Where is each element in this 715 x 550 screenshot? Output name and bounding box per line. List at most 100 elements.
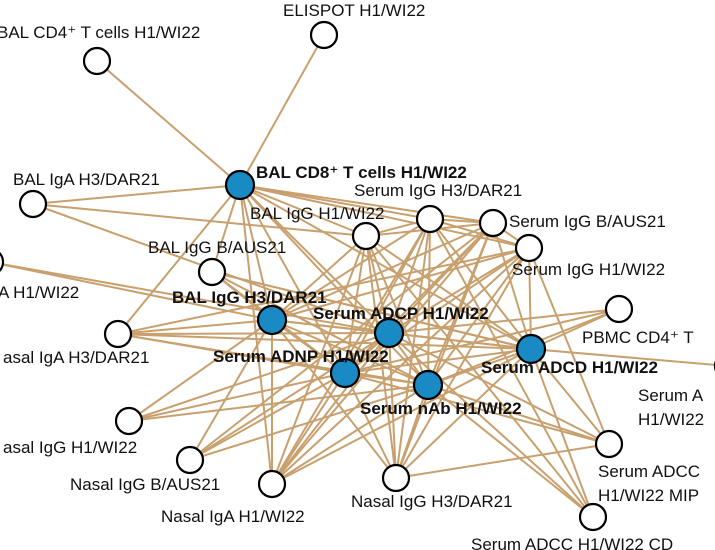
node-nasal-iga-h3 [103, 319, 133, 349]
node-serum-igg-h1 [514, 233, 544, 263]
label-serum-adcc-cd: Serum ADCC H1/WI22 CD [471, 535, 673, 550]
node-serum-adcc-mip [594, 429, 624, 459]
node-pbmc-cd4 [604, 294, 634, 324]
edge-serum_adcp-serum_igg_h3 [388, 218, 431, 334]
node-nasal-igg-h1 [114, 406, 144, 436]
edge-serum_adcd-serum_adcc_cd [530, 348, 594, 518]
label-pbmc-cd4: PBMC CD4⁺ T [582, 328, 694, 347]
edge-bal_igg_h3-serum_igg_h3 [271, 218, 431, 321]
label-nasal-igg-h3: Nasal IgG H3/DAR21 [351, 492, 513, 511]
edge-serum_adcd-nasal_iga_h3 [117, 333, 532, 350]
edge-serum_igg_h1-nasal_iga_h1 [271, 247, 530, 485]
edge-bal_cd8-nasal_iga_h1 [239, 184, 273, 485]
edge-serum_adnp-nasal_igg_b [189, 372, 346, 461]
label-serum-adnp: Serum ADNP H1/WI22 [213, 347, 389, 366]
edge-bal_igg_h3-serum_igg_h1 [271, 247, 530, 321]
edge-bal_iga_h1-bal_igg_h3 [0, 263, 273, 321]
edge-nasal_igg_h3-serum_adcc_mip [395, 443, 610, 479]
node-bal-cd8 [224, 169, 256, 201]
node-nasal-iga-h1 [257, 469, 287, 499]
label-nasal-igg-h1: asal IgG H1/WI22 [3, 438, 137, 457]
edge-bal_igg_h3-nasal_igg_h3 [271, 319, 397, 479]
node-serum-adcd [515, 333, 547, 365]
edge-serum_adcd-pbmc_cd4 [530, 308, 620, 350]
edge-serum_adcd-serum_igg_h1 [528, 247, 532, 350]
label-serum-a-line1: Serum A [638, 386, 704, 405]
edge-elispot-bal_cd8 [239, 34, 325, 186]
edge-bal_iga_h3-bal_cd8 [32, 184, 241, 205]
node-bal-igg-h1 [351, 221, 381, 251]
label-nasal-iga-h3: asal IgA H3/DAR21 [3, 348, 149, 367]
node-nasal-igg-b [175, 445, 205, 475]
edge-serum_adnp-nasal_igg_h3 [344, 372, 397, 479]
network-nodes [0, 20, 715, 532]
node-bal-igg-h3 [256, 304, 288, 336]
edge-nasal_iga_h3-serum_igg_h1 [117, 247, 530, 335]
network-edges [0, 34, 715, 518]
edge-serum_adcd-nasal_iga_h1 [271, 348, 532, 485]
label-elispot: ELISPOT H1/WI22 [283, 1, 425, 20]
edge-serum_adcp-nasal_igg_h1 [128, 332, 390, 422]
edge-bal_igg_h3-nasal_igg_b [189, 319, 273, 461]
edge-serum_igg_h1-serum_adcc_mip [528, 247, 610, 445]
node-serum-nab [412, 369, 444, 401]
edge-serum_adcd-serum_adcc_mip [530, 348, 610, 445]
edge-bal_cd8-bal_igg_h1 [239, 184, 367, 237]
edge-bal_cd8-serum_igg_b [239, 184, 494, 224]
label-bal-iga-h3: BAL IgA H3/DAR21 [13, 170, 160, 189]
edge-serum_adnp-nasal_igg_h1 [128, 372, 346, 422]
edge-bal_cd4-bal_cd8 [96, 60, 241, 186]
edge-serum_igg_b-nasal_iga_h1 [271, 222, 494, 485]
edge-bal_cd8-serum_igg_h3 [239, 184, 431, 220]
label-bal-iga-h1: A H1/WI22 [0, 283, 79, 302]
edge-bal_igg_h3-bal_igg_h1 [271, 235, 367, 321]
label-nasal-igg-b: Nasal IgG B/AUS21 [70, 475, 220, 494]
label-bal-igg-h3: BAL IgG H3/DAR21 [172, 288, 327, 307]
edge-serum_adcp-nasal_iga_h1 [271, 332, 390, 485]
edge-serum_nab-nasal_igg_h1 [128, 384, 429, 422]
edge-serum_nab-bal_igg_b [211, 271, 429, 386]
label-nasal-iga-h1: Nasal IgA H1/WI22 [161, 507, 305, 526]
edge-serum_adcp-nasal_igg_h3 [388, 332, 397, 479]
edge-serum_adcd-bal_igg_h1 [365, 235, 532, 350]
edge-bal_igg_h1-nasal_iga_h1 [271, 235, 367, 485]
node-bal-cd4 [82, 46, 112, 76]
edge-serum_igg_h3-serum_adcc_cd [429, 218, 594, 518]
edge-serum_adnp-bal_igg_h1 [344, 235, 367, 374]
label-serum-nab: Serum nAb H1/WI22 [360, 399, 522, 418]
edge-serum_igg_h3-nasal_iga_h1 [271, 218, 431, 485]
edge-bal_cd8-bal_igg_b [211, 184, 241, 273]
edge-bal_igg_h3-nasal_igg_h1 [128, 319, 273, 422]
edge-serum_adcp-pbmc_cd4 [388, 308, 620, 334]
node-serum-adnp [329, 357, 361, 389]
edge-bal_cd8-nasal_iga_h3 [117, 184, 241, 335]
label-serum-igg-h1: Serum IgG H1/WI22 [512, 260, 665, 279]
edge-serum_igg_b-nasal_igg_b [189, 222, 494, 461]
label-serum-igg-b: Serum IgG B/AUS21 [509, 212, 666, 231]
edge-bal_igg_h3-nasal_iga_h3 [117, 319, 273, 335]
label-bal-igg-h1: BAL IgG H1/WI22 [250, 204, 384, 223]
edge-serum_adcp-nasal_iga_h3 [117, 332, 390, 335]
edge-serum_nab-nasal_iga_h3 [117, 333, 429, 386]
edge-serum_nab-serum_adcc_mip [427, 384, 610, 445]
edge-bal_igg_h1-nasal_igg_h3 [365, 235, 397, 479]
edge-bal_igg_b-serum_adcd [211, 271, 532, 350]
edge-serum_nab-nasal_iga_h1 [271, 384, 429, 485]
node-serum-igg-h3 [415, 204, 445, 234]
node-serum-adcp [373, 317, 405, 349]
edge-serum_adcd-edge_right [530, 348, 715, 366]
node-elispot [309, 20, 339, 50]
edge-serum_adcp-serum_adcc_mip [388, 332, 610, 445]
edge-serum_igg_b-nasal_igg_h3 [395, 222, 494, 479]
edge-serum_nab-bal_igg_h1 [365, 235, 429, 386]
edge-serum_nab-serum_adcc_cd [427, 384, 594, 518]
edge-serum_igg_h1-nasal_igg_h3 [395, 247, 530, 479]
edge-serum_adnp-serum_adcc_mip [344, 372, 610, 445]
edge-serum_nab-serum_igg_h1 [427, 247, 530, 386]
edge-serum_adcp-bal_igg_h1 [365, 235, 390, 334]
label-bal-igg-b: BAL IgG B/AUS21 [148, 238, 286, 257]
label-serum-igg-h3: Serum IgG H3/DAR21 [354, 181, 522, 200]
label-bal-cd8: BAL CD8⁺ T cells H1/WI22 [256, 163, 467, 182]
